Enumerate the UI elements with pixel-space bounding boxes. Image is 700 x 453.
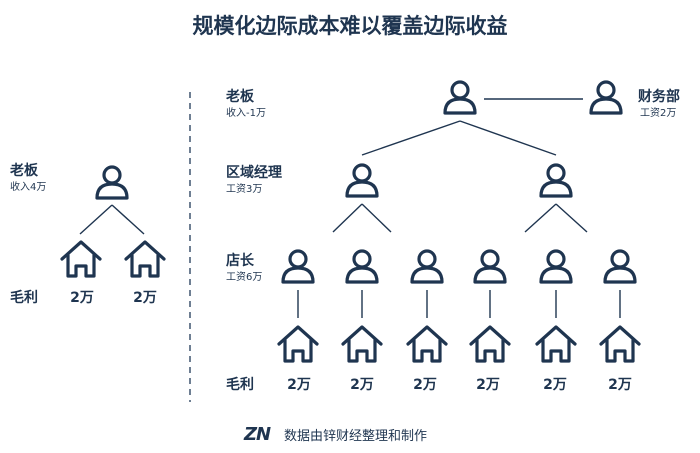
store-house-icon-3 — [406, 325, 448, 363]
boss-regional-connector-1 — [361, 120, 461, 156]
regional-store-connector-1 — [332, 203, 363, 233]
store-manager-person-icon-5 — [539, 249, 573, 284]
left-boss-person-icon — [95, 165, 129, 200]
zn-logo: ZN — [244, 424, 271, 445]
finance-person-icon — [589, 80, 623, 115]
right-gross-value-4: 2万 — [476, 377, 500, 393]
store-house-icon-6 — [599, 325, 641, 363]
left-boss-connector-1 — [79, 204, 113, 235]
regional-manager-person-icon-1 — [345, 163, 379, 198]
left-store-house-icon-1 — [60, 240, 102, 278]
store-manager-salary: 工资6万 — [226, 272, 263, 283]
right-gross-value-5: 2万 — [543, 377, 567, 393]
regional-store-connector-3 — [524, 203, 557, 233]
regional-store-connector-4 — [555, 203, 588, 233]
store-manager-person-icon-6 — [603, 249, 637, 284]
regional-manager-person-icon-2 — [539, 163, 573, 198]
store-house-icon-4 — [469, 325, 511, 363]
left-boss-connector-2 — [111, 204, 145, 235]
store-manager-person-icon-2 — [345, 249, 379, 284]
store-manager-person-icon-3 — [410, 249, 444, 284]
right-gross-value-3: 2万 — [413, 377, 437, 393]
right-boss-income: 收入-1万 — [226, 108, 266, 119]
store-manager-label: 店长 — [226, 253, 254, 269]
left-gross-value-2: 2万 — [133, 290, 157, 306]
regional-manager-salary: 工资3万 — [226, 184, 263, 195]
left-boss-label: 老板 — [10, 163, 38, 179]
left-store-house-icon-2 — [124, 240, 166, 278]
regional-store-connector-2 — [361, 203, 392, 233]
left-boss-income: 收入4万 — [10, 182, 47, 193]
footer-credit: 数据由锌财经整理和制作 — [284, 429, 428, 444]
store-house-icon-5 — [535, 325, 577, 363]
finance-salary: 工资2万 — [640, 108, 677, 119]
right-gross-value-2: 2万 — [350, 377, 374, 393]
right-gross-value-6: 2万 — [608, 377, 632, 393]
right-boss-label: 老板 — [226, 89, 254, 105]
finance-label: 财务部 — [638, 89, 680, 105]
store-manager-person-icon-1 — [281, 249, 315, 284]
page-title: 规模化边际成本难以覆盖边际收益 — [192, 14, 508, 38]
store-house-icon-2 — [341, 325, 383, 363]
right-gross-label: 毛利 — [226, 377, 254, 393]
right-gross-value-1: 2万 — [287, 377, 311, 393]
left-gross-label: 毛利 — [10, 290, 38, 306]
store-manager-person-icon-4 — [473, 249, 507, 284]
right-boss-person-icon — [443, 80, 477, 115]
boss-regional-connector-2 — [459, 120, 557, 156]
regional-manager-label: 区域经理 — [226, 165, 282, 181]
left-gross-value-1: 2万 — [70, 290, 94, 306]
store-house-icon-1 — [277, 325, 319, 363]
